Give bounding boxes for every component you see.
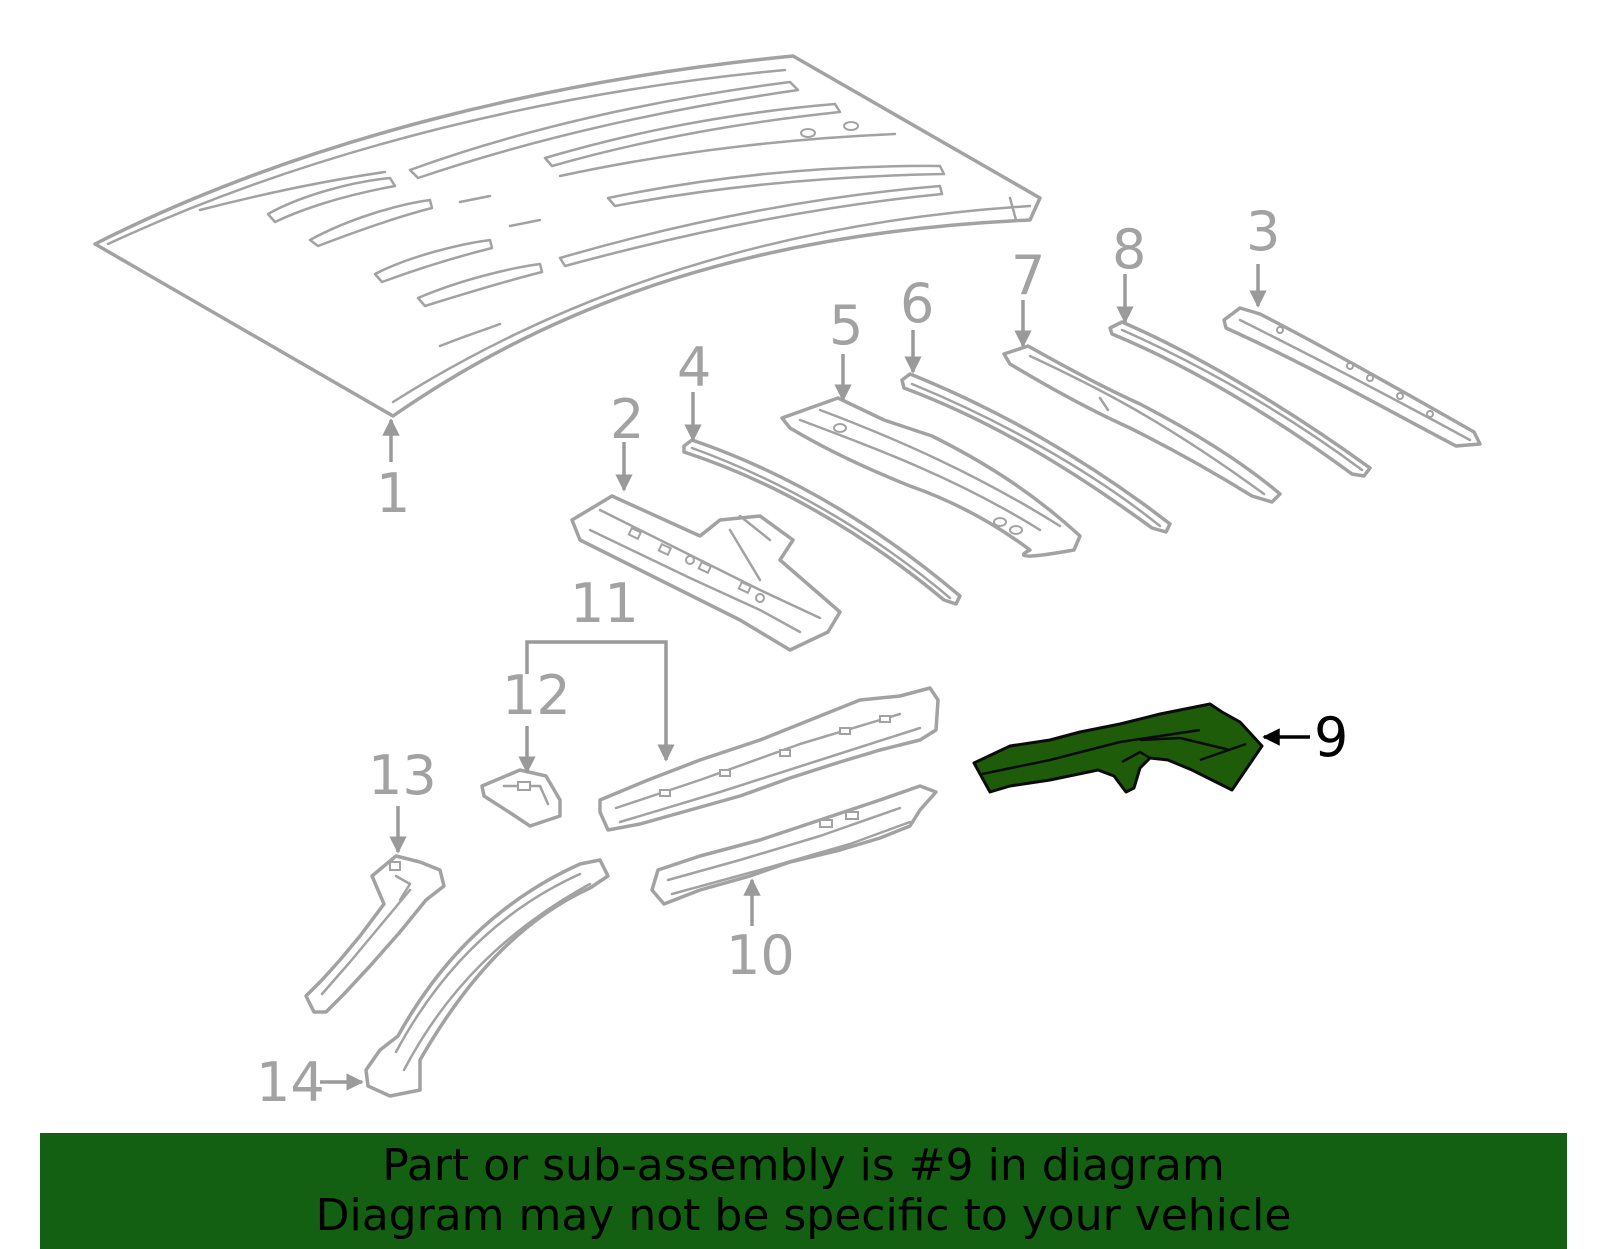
callout-7: 7 [1011,244,1045,307]
part-10-roof-side-rail-outer [650,784,938,906]
part-12-bracket [480,768,562,828]
notice-banner: Part or sub-assembly is #9 in diagram Di… [40,1133,1567,1249]
callout-6: 6 [900,272,934,335]
callout-5: 5 [829,294,863,357]
callout-12: 12 [502,664,571,727]
callout-2: 2 [610,388,644,451]
part-1-roof-panel [93,54,1042,418]
callout-11: 11 [570,572,639,635]
callout-4: 4 [677,336,711,399]
part-9-roof-side-rail-rear [972,702,1264,794]
callout-3: 3 [1246,200,1280,263]
callout-9: 9 [1314,706,1348,769]
leader-11 [525,640,675,762]
part-13-pillar-reinforcement [304,854,446,1014]
callout-8: 8 [1112,218,1146,281]
part-8-roof-bow [1108,320,1372,478]
part-6-roof-bow [900,372,1172,534]
part-5-roof-cross-member [780,396,1082,558]
callout-13: 13 [368,744,437,807]
part-7-roof-bow [1002,344,1282,504]
callout-1: 1 [376,462,410,525]
part-14-pillar [364,858,610,1098]
part-11-roof-side-rail [598,686,940,832]
part-3-rear-header [1222,306,1482,448]
notice-line-2: Diagram may not be specific to your vehi… [315,1190,1292,1241]
callout-14: 14 [256,1051,325,1114]
notice-line-1: Part or sub-assembly is #9 in diagram [382,1140,1225,1191]
part-2-front-header [570,494,842,652]
part-4-roof-bow [682,438,962,606]
callout-10: 10 [726,924,795,987]
